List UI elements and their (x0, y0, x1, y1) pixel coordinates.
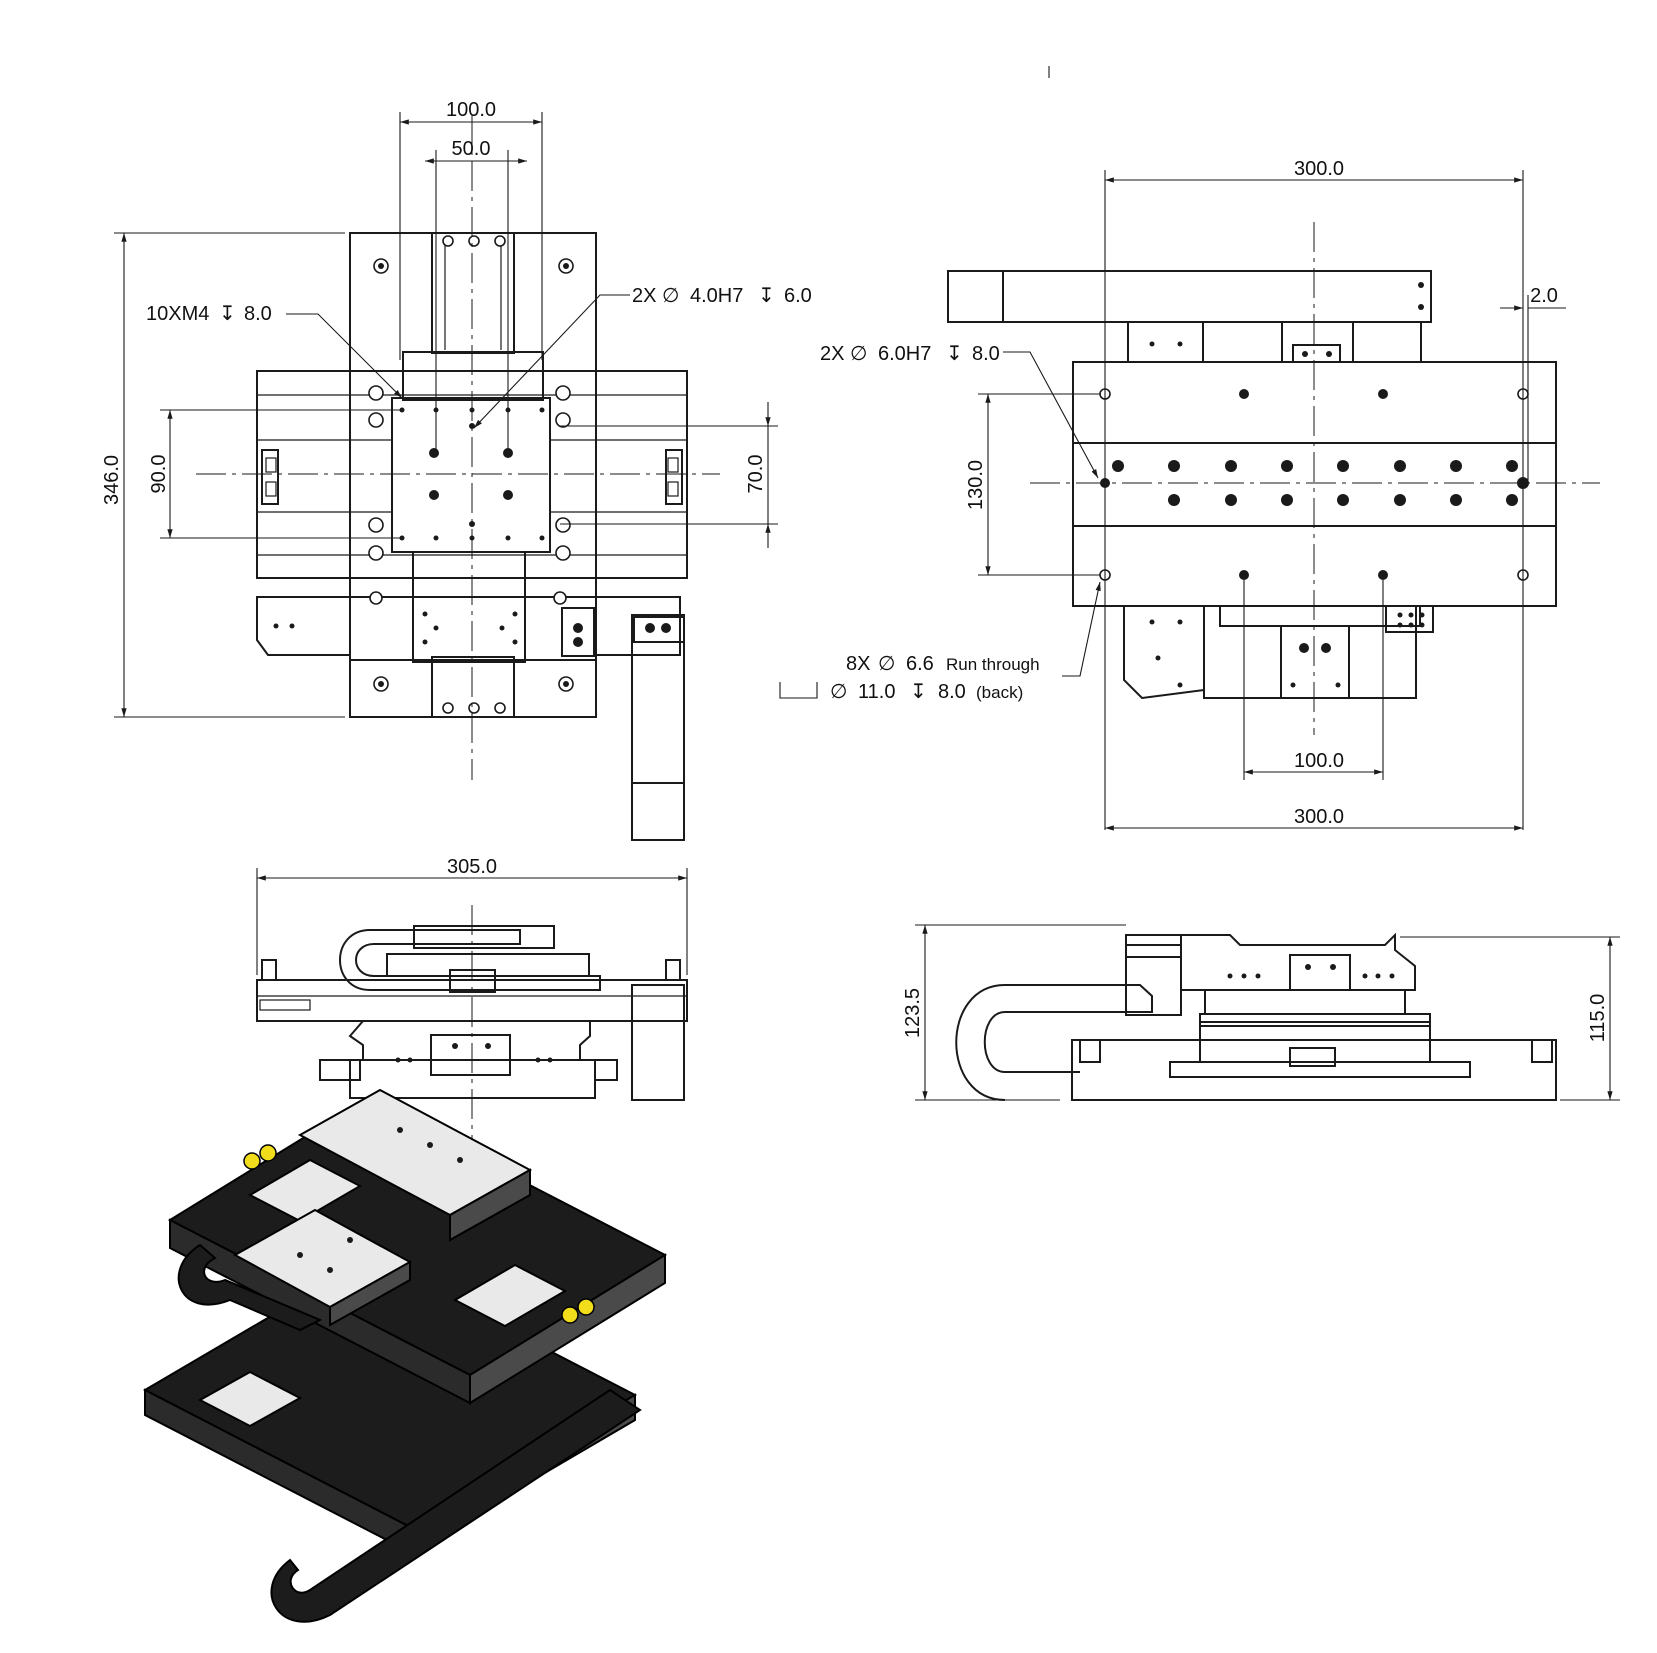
iso-cable-chain-lower (270, 1388, 642, 1623)
svg-text:6.6: 6.6 (906, 653, 934, 675)
top-view: 100.0 50.0 346.0 90.0 70.0 10XM4 ↧ 8.0 2… (101, 99, 812, 841)
isometric-view (142, 1088, 668, 1623)
dim-side-123-5: 123.5 (902, 988, 924, 1038)
callout-dowel-top: 2X ∅ 4.0H7 ↧ 6.0 (632, 285, 812, 307)
dim-top-50: 50.0 (452, 138, 491, 160)
svg-text:10XM4: 10XM4 (146, 303, 209, 325)
side-view: 123.5 115.0 (902, 924, 1620, 1101)
svg-text:6.0: 6.0 (784, 285, 812, 307)
svg-text:↧: ↧ (219, 303, 236, 325)
top-view-cable-chain (631, 614, 685, 841)
dim-front-305: 305.0 (447, 856, 497, 878)
right-view: 300.0 2.0 130.0 100.0 300.0 2X ∅ 6.0H7 ↧… (779, 66, 1600, 831)
svg-text:2X: 2X (632, 285, 656, 307)
front-view: 305.0 (256, 856, 688, 1150)
dim-right-130: 130.0 (965, 460, 987, 510)
callout-threads: 10XM4 ↧ 8.0 (146, 303, 272, 325)
svg-text:Run through: Run through (946, 655, 1040, 674)
dim-right-300-bottom: 300.0 (1294, 806, 1344, 828)
front-view-cable-chain (339, 929, 601, 991)
svg-text:∅: ∅ (878, 653, 895, 675)
svg-text:↧: ↧ (910, 681, 927, 703)
dim-right-2: 2.0 (1530, 285, 1558, 307)
svg-text:6.0H7: 6.0H7 (878, 343, 931, 365)
dim-top-100: 100.0 (446, 99, 496, 121)
dim-right-300-top: 300.0 (1294, 158, 1344, 180)
svg-text:∅: ∅ (850, 343, 867, 365)
dim-right-100: 100.0 (1294, 750, 1344, 772)
dim-side-115: 115.0 (1587, 994, 1609, 1043)
svg-text:11.0: 11.0 (858, 681, 895, 703)
dim-top-346: 346.0 (101, 455, 123, 505)
svg-text:8.0: 8.0 (972, 343, 1000, 365)
svg-text:↧: ↧ (758, 285, 775, 307)
side-view-cable-chain (955, 984, 1153, 1101)
svg-text:4.0H7: 4.0H7 (690, 285, 743, 307)
callout-counterbore: ∅ 11.0 ↧ 8.0 (back) (830, 681, 1023, 703)
svg-text:↧: ↧ (946, 343, 963, 365)
top-view-slide-plate (391, 397, 551, 553)
dim-top-70: 70.0 (745, 455, 767, 494)
svg-text:(back): (back) (976, 683, 1023, 702)
callout-dowel-right: 2X ∅ 6.0H7 ↧ 8.0 (820, 343, 1000, 365)
callout-holes: 8X ∅ 6.6 Run through (846, 653, 1040, 675)
svg-text:2X: 2X (820, 343, 844, 365)
svg-text:8.0: 8.0 (244, 303, 272, 325)
svg-text:∅: ∅ (830, 681, 847, 703)
svg-text:8X: 8X (846, 653, 870, 675)
iso-cable-chain-upper (177, 1243, 323, 1332)
svg-text:8.0: 8.0 (938, 681, 966, 703)
svg-text:∅: ∅ (662, 285, 679, 307)
dim-top-90: 90.0 (148, 455, 170, 494)
